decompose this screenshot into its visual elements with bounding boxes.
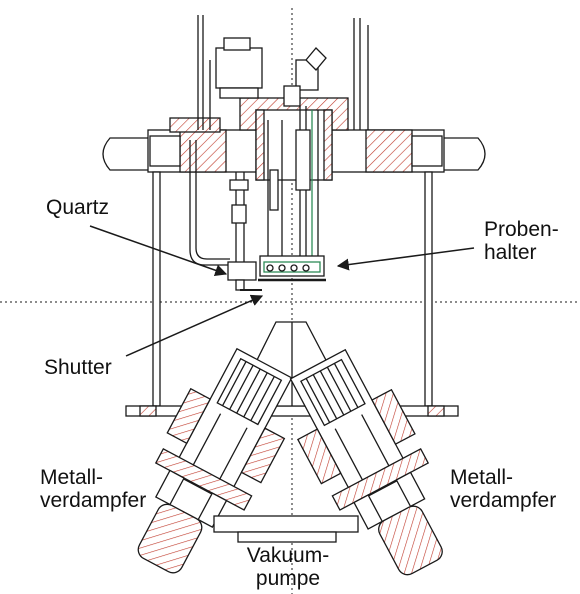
right-evaporator <box>289 348 443 576</box>
arrow-quartz <box>89 225 228 277</box>
bottom-flange <box>125 405 459 417</box>
label-quartz: Quartz <box>46 196 110 219</box>
label-probenhalter: Proben- halter <box>484 218 559 264</box>
arrow-shutter <box>125 294 264 357</box>
sample-holder-assembly <box>258 106 326 282</box>
label-vakuumpumpe: Vakuum- pumpe <box>246 544 330 590</box>
vacuum-pump-flange <box>213 515 359 543</box>
side-tube <box>102 137 486 171</box>
top-flange <box>147 97 445 181</box>
left-evaporator <box>137 347 293 574</box>
label-metallverdampfer-right: Metall- verdampfer <box>450 466 557 512</box>
label-shutter: Shutter <box>44 356 112 379</box>
top-feedthroughs <box>197 15 369 130</box>
quartz-assembly <box>189 140 262 291</box>
arrow-probenhalter <box>336 247 475 271</box>
label-metallverdampfer-left: Metall- verdampfer <box>40 466 147 512</box>
